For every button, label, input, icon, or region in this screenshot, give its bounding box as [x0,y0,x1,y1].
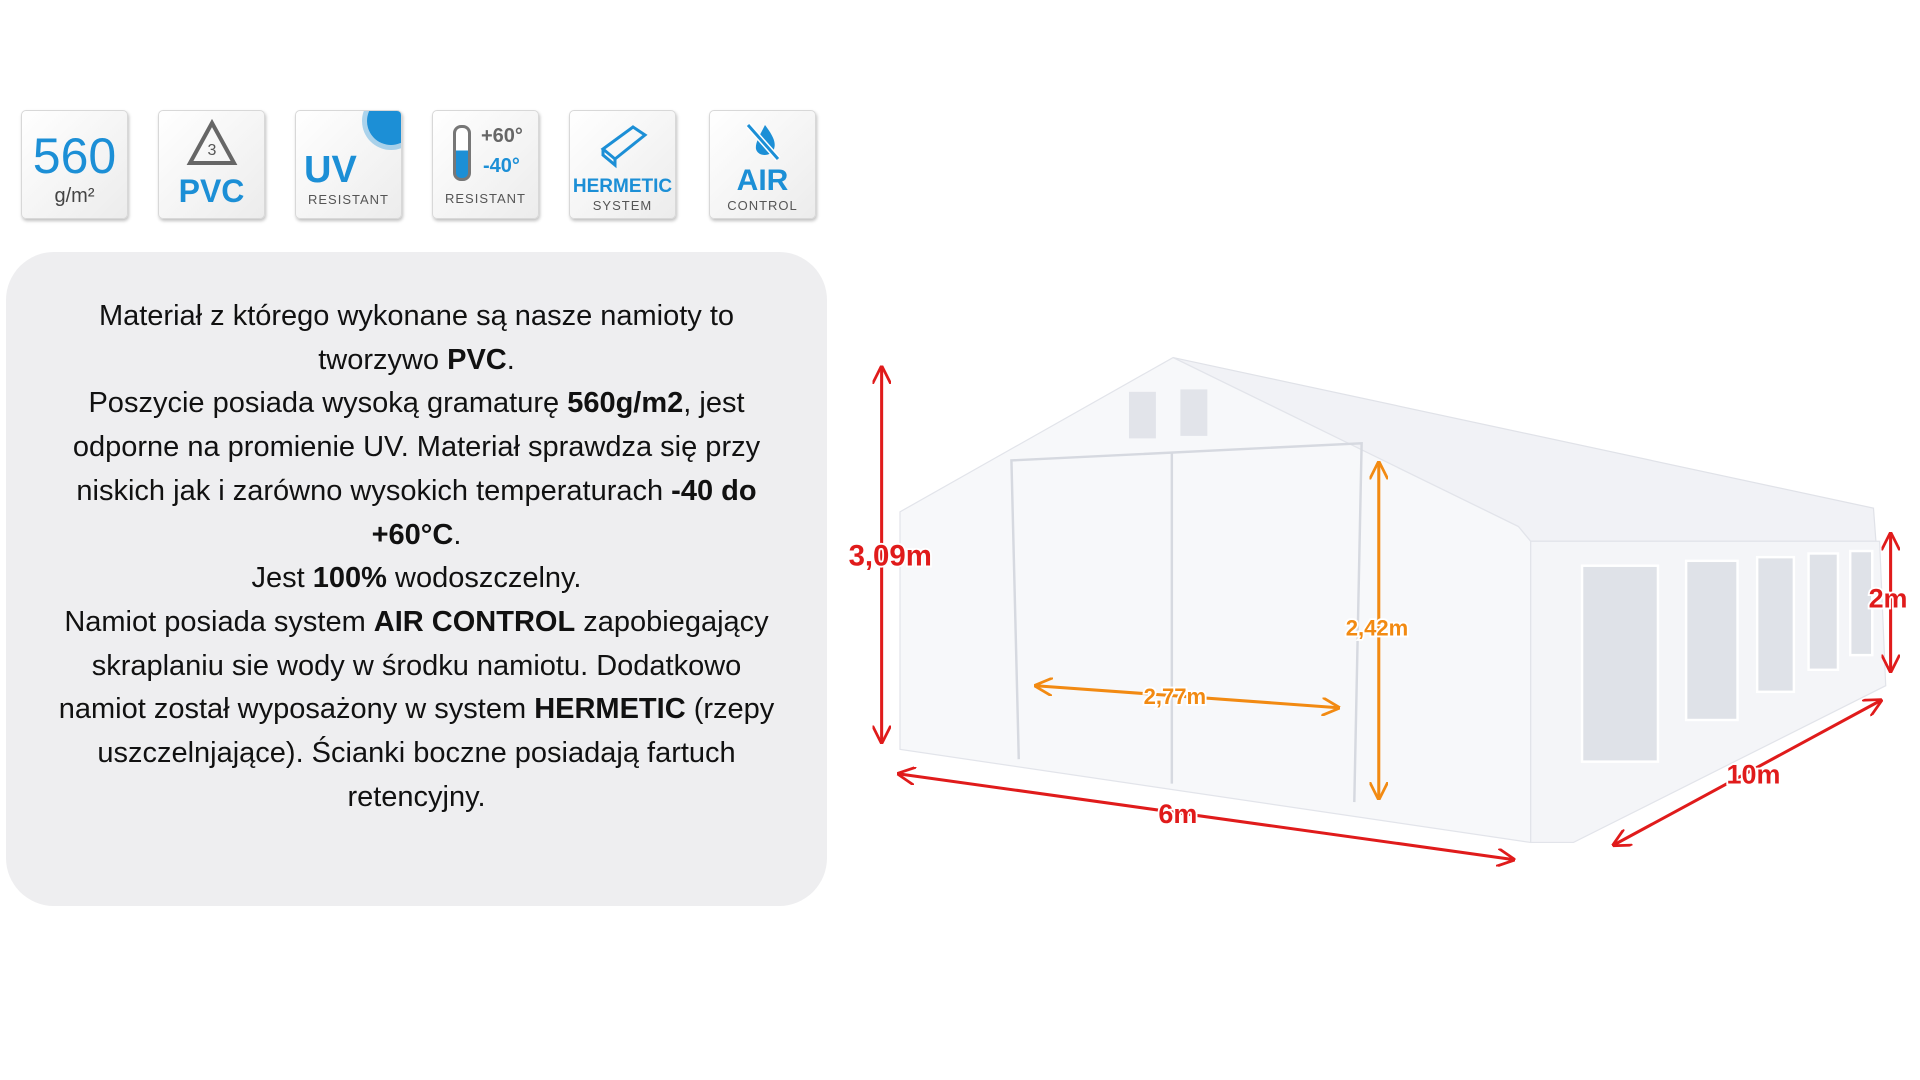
text: Namiot posiada system [64,605,374,638]
dimension-arrows [882,367,1891,859]
dim-length: 10m [1727,760,1781,790]
badge-label: UV [304,149,357,191]
tent-door [1010,441,1363,803]
no-condensation-icon [745,123,780,161]
badge-temperature: +60° -40° RESISTANT [432,110,539,219]
badge-pvc: 3 PVC [158,110,265,219]
text: . [453,518,462,551]
dim-door-height: 2,42m [1346,616,1408,641]
dim-width: 6m [1158,799,1197,829]
bold-text: 560g/m2 [567,387,684,420]
text: Materiał z którego wykonane są nasze nam… [98,300,735,376]
dim-height-total: 3,09m [849,540,932,573]
thermometer-icon [453,125,471,181]
badge-label: AIR [736,164,789,197]
description-text: Materiał z którego wykonane są nasze nam… [46,295,787,819]
bold-text: 100% [312,562,387,595]
badge-unit: g/m² [54,185,95,207]
tent-vents [1128,389,1208,439]
text: Poszycie posiada wysoką gramaturę [88,387,568,420]
text: , jest odporne na promienie UV. Materiał… [72,387,761,507]
text: . [506,343,515,376]
bold-text: -40 do +60°C [371,474,757,551]
badge-560-gsm: 560 g/m² [21,110,128,219]
badge-air-control: AIR CONTROL [709,110,816,219]
badge-sub: RESISTANT [445,191,526,206]
badge-sub: RESISTANT [308,192,389,207]
temp-max: +60° [481,125,523,147]
bold-text: PVC [447,343,507,376]
badge-hermetic: HERMETIC SYSTEM [569,110,676,219]
badge-sub: SYSTEM [592,198,653,213]
bold-text: AIR CONTROL [373,605,576,638]
badge-value: 560 [32,128,117,184]
text: Jest [251,562,313,595]
recycle-icon: 3 [186,118,237,165]
badge-uv-resistant: UV RESISTANT [295,110,402,219]
text: wodoszczelny. [386,562,582,595]
badge-label: HERMETIC [572,176,673,197]
dim-door-width: 2,77m [1144,684,1206,709]
recycle-number: 3 [207,142,216,159]
description-panel: Materiał z którego wykonane są nasze nam… [6,252,827,906]
badge-sub: CONTROL [727,198,798,213]
dim-height-side: 2m [1869,583,1908,613]
temp-min: -40° [483,155,520,177]
bold-text: HERMETIC [534,693,686,726]
text: zapobiegający skraplaniu sie wody w środ… [58,605,769,726]
velcro-icon [600,125,648,169]
text: (rzepy uszczelnjające). Ścianki boczne p… [97,693,775,813]
badge-label: PVC [178,173,245,209]
